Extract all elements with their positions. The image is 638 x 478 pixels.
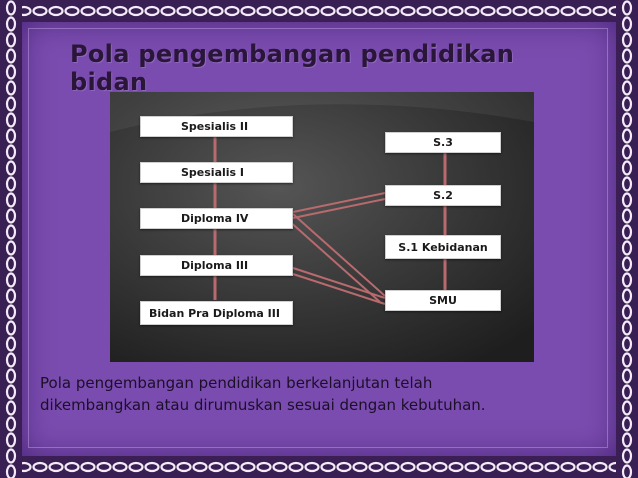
box-label: S.3	[433, 136, 453, 149]
box-s1-kebidanan: S.1 Kebidanan	[385, 235, 501, 259]
box-label: Diploma IV	[181, 212, 249, 225]
caption-line-2: dikembangkan atau dirumuskan sesuai deng…	[40, 396, 486, 414]
box-label: S.1 Kebidanan	[398, 240, 488, 254]
connector-diploma4-smu-a	[292, 213, 386, 297]
chain-border-left	[0, 0, 22, 478]
box-spesialis-2: Spesialis II	[140, 116, 293, 137]
chain-border-right	[616, 0, 638, 478]
education-pathway-diagram: Spesialis II Spesialis I Diploma IV Dipl…	[110, 92, 534, 362]
connector-diploma4-smu-b	[287, 219, 381, 303]
box-smu: SMU	[385, 290, 501, 311]
slide-caption: Pola pengembangan pendidikan berkelanjut…	[40, 372, 600, 416]
diagram-sheen	[110, 92, 534, 132]
cross-connectors	[287, 192, 386, 305]
box-s2: S.2	[385, 185, 501, 206]
box-s3: S.3	[385, 132, 501, 153]
box-label: S.2	[433, 189, 453, 202]
connector-diploma4-s2-b	[292, 198, 386, 219]
chain-border-bottom	[0, 456, 638, 478]
chain-border-top	[0, 0, 638, 22]
box-bidan-pra-diploma-3: Bidan Pra Diploma III	[140, 301, 293, 325]
box-label: Bidan Pra Diploma III	[149, 306, 280, 320]
connector-diploma3-smu-b	[292, 273, 386, 305]
box-label: SMU	[429, 294, 457, 307]
box-label: Diploma III	[181, 259, 249, 272]
connector-diploma3-smu-a	[292, 267, 386, 299]
box-diploma-3: Diploma III	[140, 255, 293, 276]
box-label: Spesialis I	[181, 166, 245, 179]
caption-line-1: Pola pengembangan pendidikan berkelanjut…	[40, 374, 433, 392]
box-spesialis-1: Spesialis I	[140, 162, 293, 183]
slide-title: Pola pengembangan pendidikan bidan	[70, 40, 515, 96]
box-label: Spesialis II	[181, 120, 249, 133]
inner-frame-line	[28, 28, 608, 448]
connector-diploma4-s2-a	[292, 192, 386, 213]
box-diploma-4: Diploma IV	[140, 208, 293, 229]
